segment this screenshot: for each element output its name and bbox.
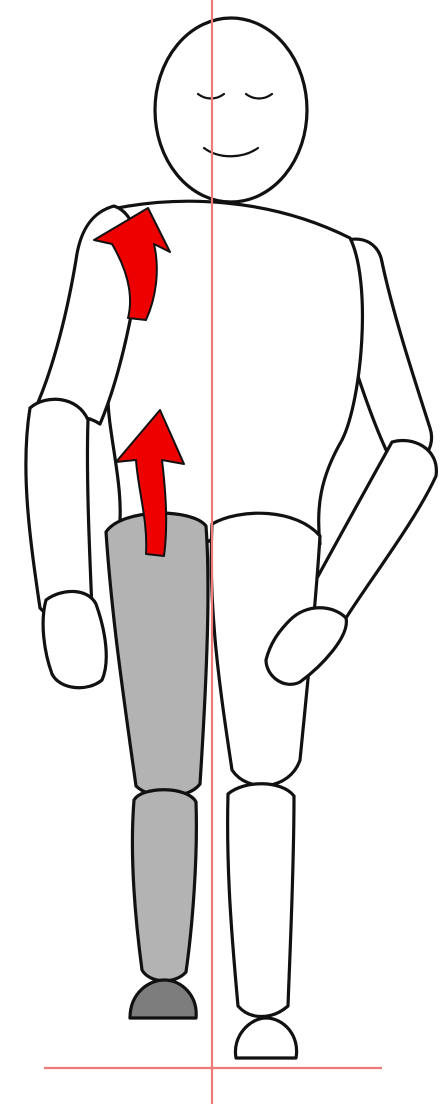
- right-shin: [228, 784, 294, 1017]
- right-foot: [235, 1018, 296, 1058]
- left-forearm: [26, 399, 92, 619]
- left-foot: [130, 980, 196, 1018]
- left-hand: [43, 591, 106, 687]
- left-shin: [132, 790, 196, 981]
- figure-body: [26, 18, 437, 1058]
- head: [155, 18, 307, 202]
